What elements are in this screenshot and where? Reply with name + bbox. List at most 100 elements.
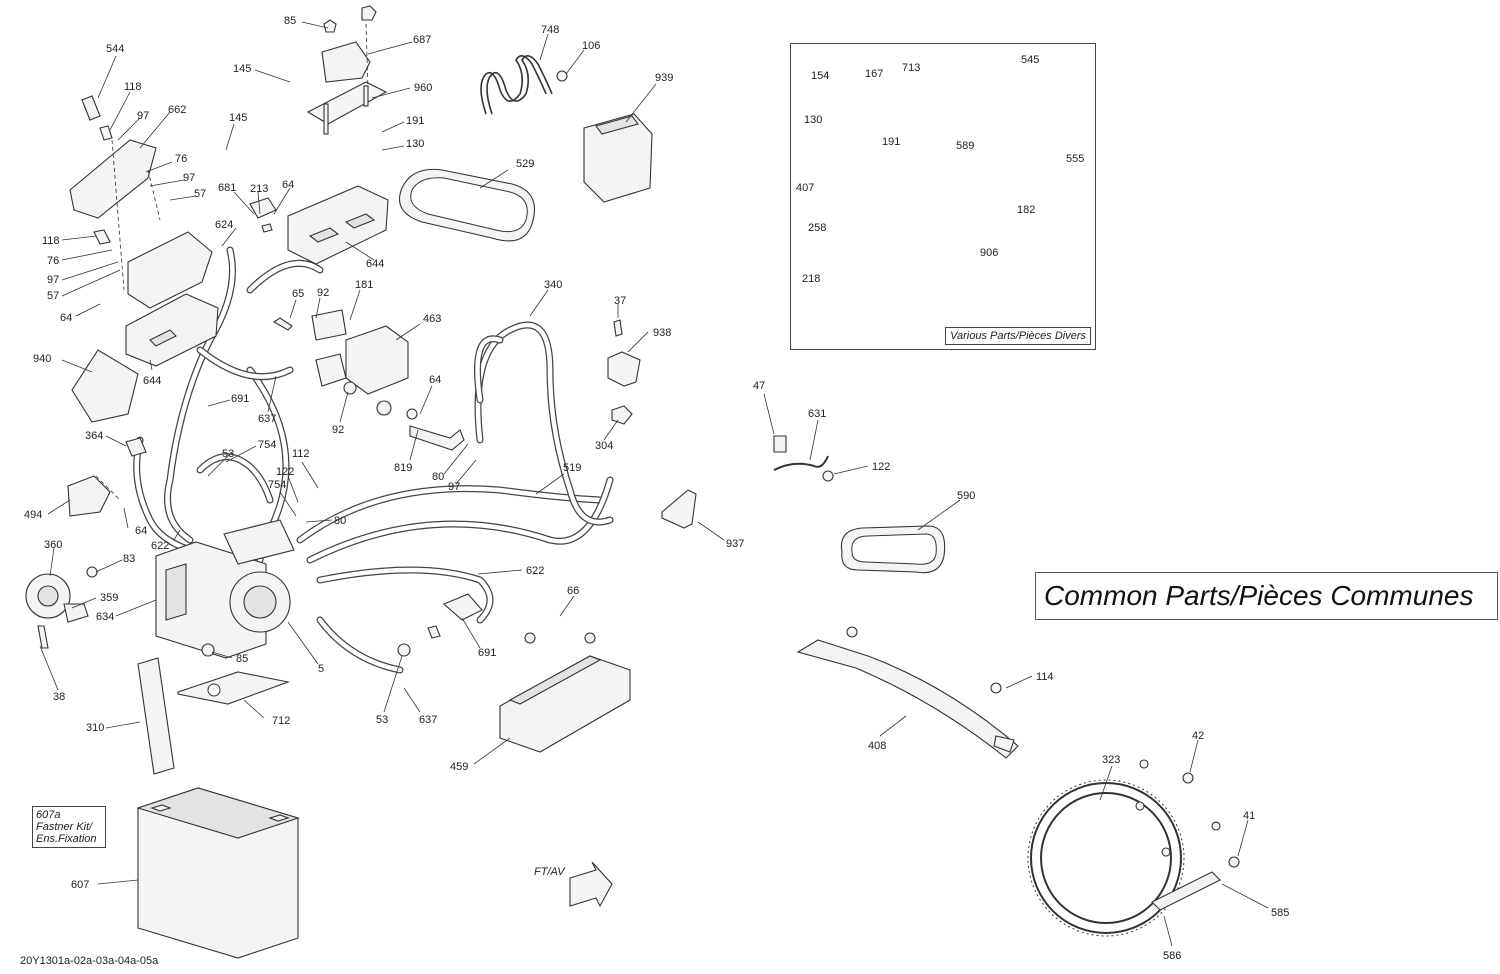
callout[interactable]: 218	[802, 273, 821, 285]
callout[interactable]: 459	[450, 761, 469, 773]
callout[interactable]: 65	[292, 288, 305, 300]
callout[interactable]: 37	[614, 295, 627, 307]
callout[interactable]: 85	[284, 15, 297, 27]
callout[interactable]: 691	[231, 393, 250, 405]
callout[interactable]: 754	[258, 439, 277, 451]
callout[interactable]: 38	[53, 691, 66, 703]
callout[interactable]: 304	[595, 440, 614, 452]
callout[interactable]: 122	[872, 461, 891, 473]
callout[interactable]: 819	[394, 462, 413, 474]
callout[interactable]: 622	[151, 540, 170, 552]
callout[interactable]: 182	[1017, 204, 1036, 216]
callout[interactable]: 92	[332, 424, 345, 436]
callout[interactable]: 64	[135, 525, 148, 537]
callout[interactable]: 42	[1192, 730, 1205, 742]
callout[interactable]: 191	[406, 115, 425, 127]
callout[interactable]: 47	[753, 380, 766, 392]
callout[interactable]: 359	[100, 592, 119, 604]
callout[interactable]: 97	[448, 481, 461, 493]
callout[interactable]: 122	[276, 466, 295, 478]
callout[interactable]: 97	[47, 274, 60, 286]
callout[interactable]: 80	[334, 515, 347, 527]
callout[interactable]: 364	[85, 430, 104, 442]
callout[interactable]: 114	[1036, 671, 1054, 683]
callout[interactable]: 494	[24, 509, 43, 521]
callout[interactable]: 681	[218, 182, 237, 194]
callout[interactable]: 906	[980, 247, 999, 259]
callout[interactable]: 76	[175, 153, 188, 165]
callout[interactable]: 360	[44, 539, 63, 551]
common-parts-banner: Common Parts/Pièces Communes	[1035, 572, 1498, 620]
callout[interactable]: 340	[544, 279, 563, 291]
callout[interactable]: 85	[236, 653, 249, 665]
callout[interactable]: 181	[355, 279, 374, 291]
callout[interactable]: 66	[567, 585, 580, 597]
callout[interactable]: 586	[1163, 950, 1182, 962]
callout[interactable]: 631	[808, 408, 827, 420]
callout[interactable]: 118	[42, 235, 60, 247]
callout[interactable]: 310	[86, 722, 105, 734]
callout[interactable]: 687	[413, 34, 432, 46]
callout[interactable]: 130	[804, 114, 823, 126]
callout[interactable]: 80	[432, 471, 445, 483]
callout[interactable]: 213	[250, 183, 269, 195]
callout[interactable]: 408	[868, 740, 887, 752]
callout[interactable]: 57	[47, 290, 60, 302]
callout[interactable]: 130	[406, 138, 425, 150]
callout[interactable]: 106	[582, 40, 601, 52]
callout[interactable]: 589	[956, 140, 975, 152]
callout[interactable]: 519	[563, 462, 582, 474]
callout[interactable]: 97	[137, 110, 150, 122]
callout[interactable]: 97	[183, 172, 196, 184]
callout[interactable]: 64	[60, 312, 73, 324]
callout[interactable]: 634	[96, 611, 115, 623]
callout[interactable]: 118	[124, 81, 142, 93]
callout[interactable]: 258	[808, 222, 827, 234]
callout[interactable]: 145	[229, 112, 248, 124]
callout[interactable]: 937	[726, 538, 745, 550]
callout[interactable]: 167	[865, 68, 884, 80]
callout[interactable]: 53	[222, 448, 235, 460]
callout[interactable]: 407	[796, 182, 815, 194]
callout[interactable]: 662	[168, 104, 187, 116]
callout[interactable]: 323	[1102, 754, 1121, 766]
callout[interactable]: 76	[47, 255, 60, 267]
callout[interactable]: 637	[258, 413, 277, 425]
callout[interactable]: 644	[366, 258, 385, 270]
callout[interactable]: 938	[653, 327, 672, 339]
callout[interactable]: 622	[526, 565, 545, 577]
callout[interactable]: 590	[957, 490, 976, 502]
callout[interactable]: 607	[71, 879, 90, 891]
callout[interactable]: 713	[902, 62, 921, 74]
callout[interactable]: 83	[123, 553, 136, 565]
callout[interactable]: 41	[1243, 810, 1256, 822]
callout[interactable]: 555	[1066, 153, 1085, 165]
callout[interactable]: 644	[143, 375, 162, 387]
callout[interactable]: 939	[655, 72, 674, 84]
direction-label: FT/AV	[534, 866, 565, 878]
callout[interactable]: 940	[33, 353, 52, 365]
callout[interactable]: 154	[811, 70, 830, 82]
callout[interactable]: 754	[268, 479, 287, 491]
callout[interactable]: 712	[272, 715, 291, 727]
callout[interactable]: 691	[478, 647, 497, 659]
callout[interactable]: 112	[292, 448, 310, 460]
callout[interactable]: 145	[233, 63, 252, 75]
callout[interactable]: 960	[414, 82, 433, 94]
callout[interactable]: 463	[423, 313, 442, 325]
callout[interactable]: 624	[215, 219, 234, 231]
callout[interactable]: 5	[318, 663, 325, 675]
callout[interactable]: 544	[106, 43, 125, 55]
callout[interactable]: 585	[1271, 907, 1290, 919]
callout[interactable]: 92	[317, 287, 330, 299]
callout[interactable]: 64	[282, 179, 295, 191]
callout[interactable]: 191	[882, 136, 901, 148]
callout[interactable]: 545	[1021, 54, 1040, 66]
callout[interactable]: 57	[194, 188, 207, 200]
callout[interactable]: 529	[516, 158, 535, 170]
callout[interactable]: 637	[419, 714, 438, 726]
callout[interactable]: 748	[541, 24, 560, 36]
callout[interactable]: 53	[376, 714, 389, 726]
callout[interactable]: 64	[429, 374, 442, 386]
